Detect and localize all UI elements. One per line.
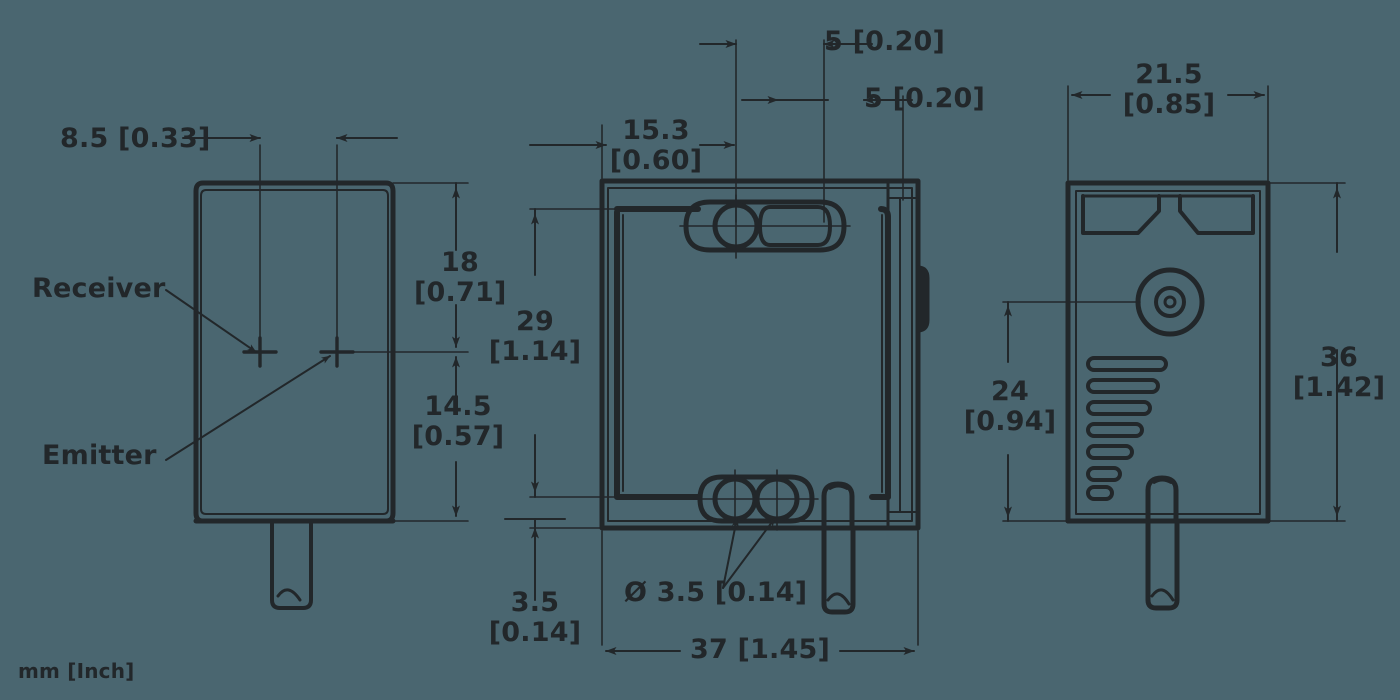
dim-label-right-lens-height: 24 [0.94] — [963, 376, 1057, 438]
left-view-body — [193, 180, 396, 610]
left-view-extension-lines — [259, 144, 469, 522]
dim-label-middle-hole-diameter: Ø 3.5 [0.14] — [624, 577, 808, 608]
dim-label-middle-slot-top-left: 5 [0.20] — [824, 26, 946, 57]
middle-view-body — [599, 178, 930, 615]
dim-middle-bottom-offset — [504, 518, 566, 601]
right-view-extension-lines — [1002, 85, 1346, 522]
callout-label-emitter: Emitter — [42, 440, 157, 471]
dim-middle-hole-diameter-leaders — [722, 517, 776, 589]
dim-label-left-top-to-receiver: 18 [0.71] — [414, 247, 507, 309]
dim-label-middle-overall-width: 37 [1.45] — [689, 634, 831, 665]
callout-label-receiver: Receiver — [32, 273, 166, 304]
dim-label-left-spacing: 8.5 [0.33] — [60, 123, 211, 154]
dim-label-right-overall-height: 36 [1.42] — [1292, 342, 1386, 404]
dim-label-middle-slot-top-right: 5 [0.20] — [864, 83, 986, 114]
dim-label-left-receiver-to-bottom: 14.5 [0.57] — [411, 391, 505, 453]
dim-label-middle-bottom-offset: 3.5 [0.14] — [488, 587, 582, 649]
right-view-body — [1065, 180, 1271, 611]
left-view-leader-lines — [165, 289, 331, 461]
dim-label-middle-hole-spacing: 29 [1.14] — [488, 306, 582, 368]
units-note: mm [Inch] — [18, 659, 135, 683]
middle-view-extension-lines — [529, 39, 919, 646]
dim-label-middle-edge-to-hole: 15.3 [0.60] — [609, 115, 703, 177]
dim-label-right-depth: 21.5 [0.85] — [1122, 59, 1216, 121]
